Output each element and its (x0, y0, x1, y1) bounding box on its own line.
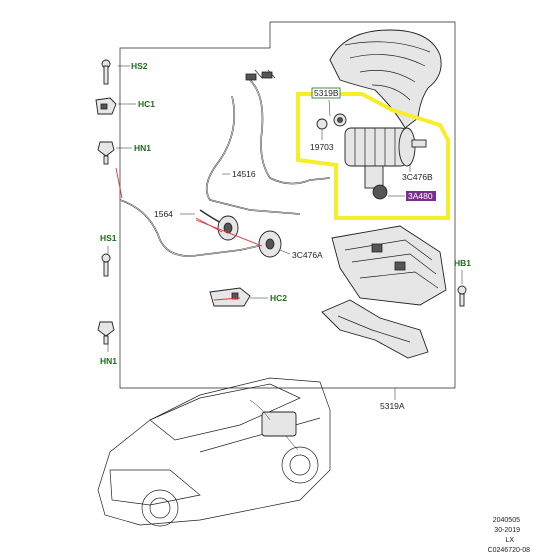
label-3c476b: 3C476B (402, 172, 433, 182)
mount-bush-19703 (316, 113, 347, 130)
label-hc1: HC1 (138, 99, 155, 109)
ref-line-1: 2040505 (493, 517, 520, 524)
highlight-tag (406, 191, 436, 201)
label-highlight: 3A480 (408, 191, 433, 201)
bolt-hb1 (457, 285, 467, 307)
air-intake-housing (329, 29, 442, 129)
label-1564: 1564 (154, 209, 173, 219)
label-5319b: 5319B (314, 88, 339, 98)
label-19703: 19703 (310, 142, 334, 152)
silencers (217, 215, 282, 258)
ref-line-3: LX (505, 537, 514, 544)
ref-line-4: C0246720-08 (488, 547, 531, 554)
compressor-tray (331, 225, 447, 306)
label-3c476a: 3C476A (292, 250, 323, 260)
label-hs1: HS1 (100, 233, 117, 243)
label-5319a: 5319A (380, 401, 405, 411)
clip-hc1 (95, 97, 117, 115)
highlight-region (296, 92, 450, 220)
clip-hc2 (209, 287, 251, 307)
label-hb1: HB1 (454, 258, 471, 268)
red-leader-lines (115, 167, 263, 301)
nut-hn1-bottom (97, 321, 115, 345)
leader-lines (107, 65, 463, 400)
label-hn1-top: HN1 (134, 143, 151, 153)
nut-hn1-top (97, 141, 115, 165)
label-hs2: HS2 (131, 61, 148, 71)
label-hc2: HC2 (270, 293, 287, 303)
ref-line-2: 30-2019 (494, 527, 520, 534)
screw-hs2 (101, 59, 111, 85)
screw-hs1 (101, 253, 111, 277)
vehicle-outline (97, 377, 331, 527)
air-compressor (344, 127, 427, 200)
label-hn1-bottom: HN1 (100, 356, 117, 366)
bracket-plate (321, 299, 429, 359)
label-14516: 14516 (232, 169, 256, 179)
tag-5319b (311, 87, 341, 99)
